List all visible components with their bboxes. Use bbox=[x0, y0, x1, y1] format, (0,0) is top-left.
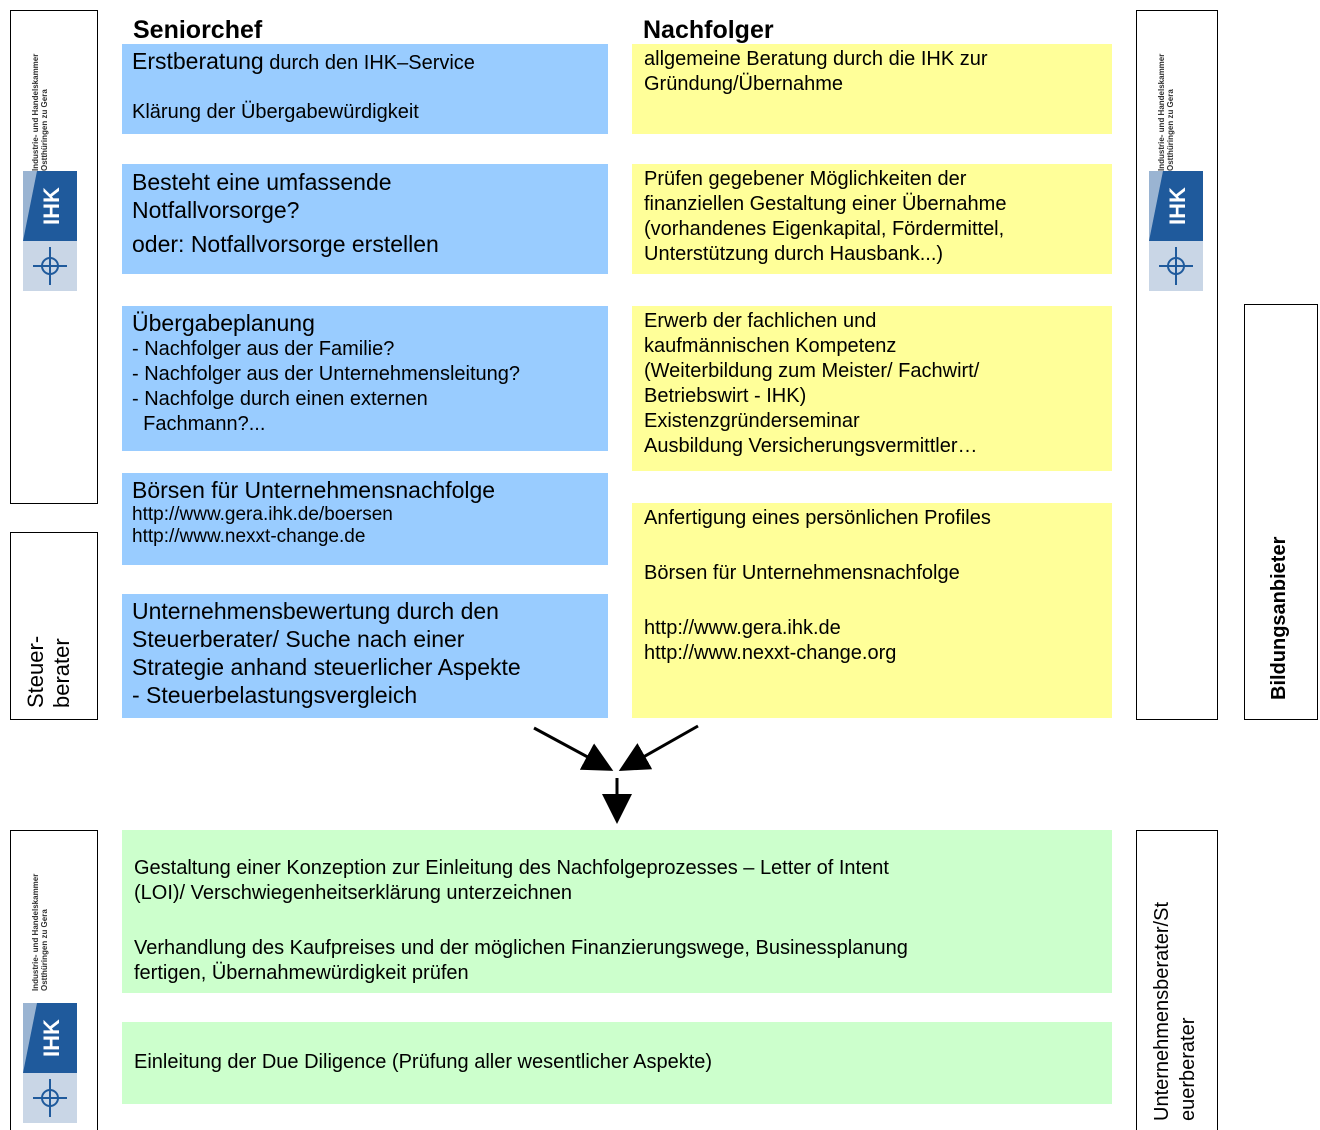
svg-text:IHK: IHK bbox=[39, 1019, 64, 1057]
successor-box-finanzierung: Prüfen gegebener Möglichkeiten der finan… bbox=[632, 164, 1112, 274]
senior-box-uebergabeplanung: Übergabeplanung - Nachfolger aus der Fam… bbox=[122, 306, 608, 451]
ihk-logo: IHK bbox=[23, 1003, 77, 1123]
bildungsanbieter-label: Bildungsanbieter bbox=[1268, 536, 1290, 700]
nachfolger-heading: Nachfolger bbox=[643, 16, 774, 44]
autobahn-interchange-icon bbox=[1159, 247, 1193, 285]
successor-box-beratung: allgemeine Beratung durch die IHK zur Gr… bbox=[632, 44, 1112, 134]
bildungsanbieter-side-panel: Bildungsanbieter bbox=[1244, 304, 1318, 720]
joint-box-due-diligence: Einleitung der Due Diligence (Prüfung al… bbox=[122, 1022, 1112, 1104]
arrow-from-successor bbox=[618, 724, 699, 771]
joint-box-konzeption: Gestaltung einer Konzeption zur Einleitu… bbox=[122, 830, 1112, 993]
senior-box-boersen: Börsen für Unternehmensnachfolge http://… bbox=[122, 473, 608, 565]
autobahn-interchange-icon bbox=[33, 1079, 67, 1117]
seniorchef-heading: Seniorchef bbox=[133, 16, 263, 44]
svg-text:IHK: IHK bbox=[39, 187, 64, 225]
senior-box-erstberatung: Erstberatung durch den IHK–Service Kläru… bbox=[122, 44, 608, 134]
successor-box-profil: Anfertigung eines persönlichen Profiles … bbox=[632, 503, 1112, 718]
senior-box-unternehmensbewertung: Unternehmensbewertung durch den Steuerbe… bbox=[122, 594, 608, 718]
successor-box-kompetenz: Erwerb der fachlichen und kaufmännischen… bbox=[632, 306, 1112, 471]
autobahn-interchange-icon bbox=[33, 247, 67, 285]
svg-text:IHK: IHK bbox=[1165, 187, 1190, 225]
senior-box-notfallvorsorge: Besteht eine umfassende Notfallvorsorge?… bbox=[122, 164, 608, 274]
ihk-logo: IHK bbox=[23, 171, 77, 291]
arrow-from-senior bbox=[533, 726, 614, 771]
steuerberater-side-panel: Steuer-berater bbox=[10, 532, 98, 720]
steuerberater-label: Steuer-berater bbox=[23, 635, 74, 708]
ihk-logo: IHK bbox=[1149, 171, 1203, 291]
merge-arrows bbox=[533, 724, 699, 824]
